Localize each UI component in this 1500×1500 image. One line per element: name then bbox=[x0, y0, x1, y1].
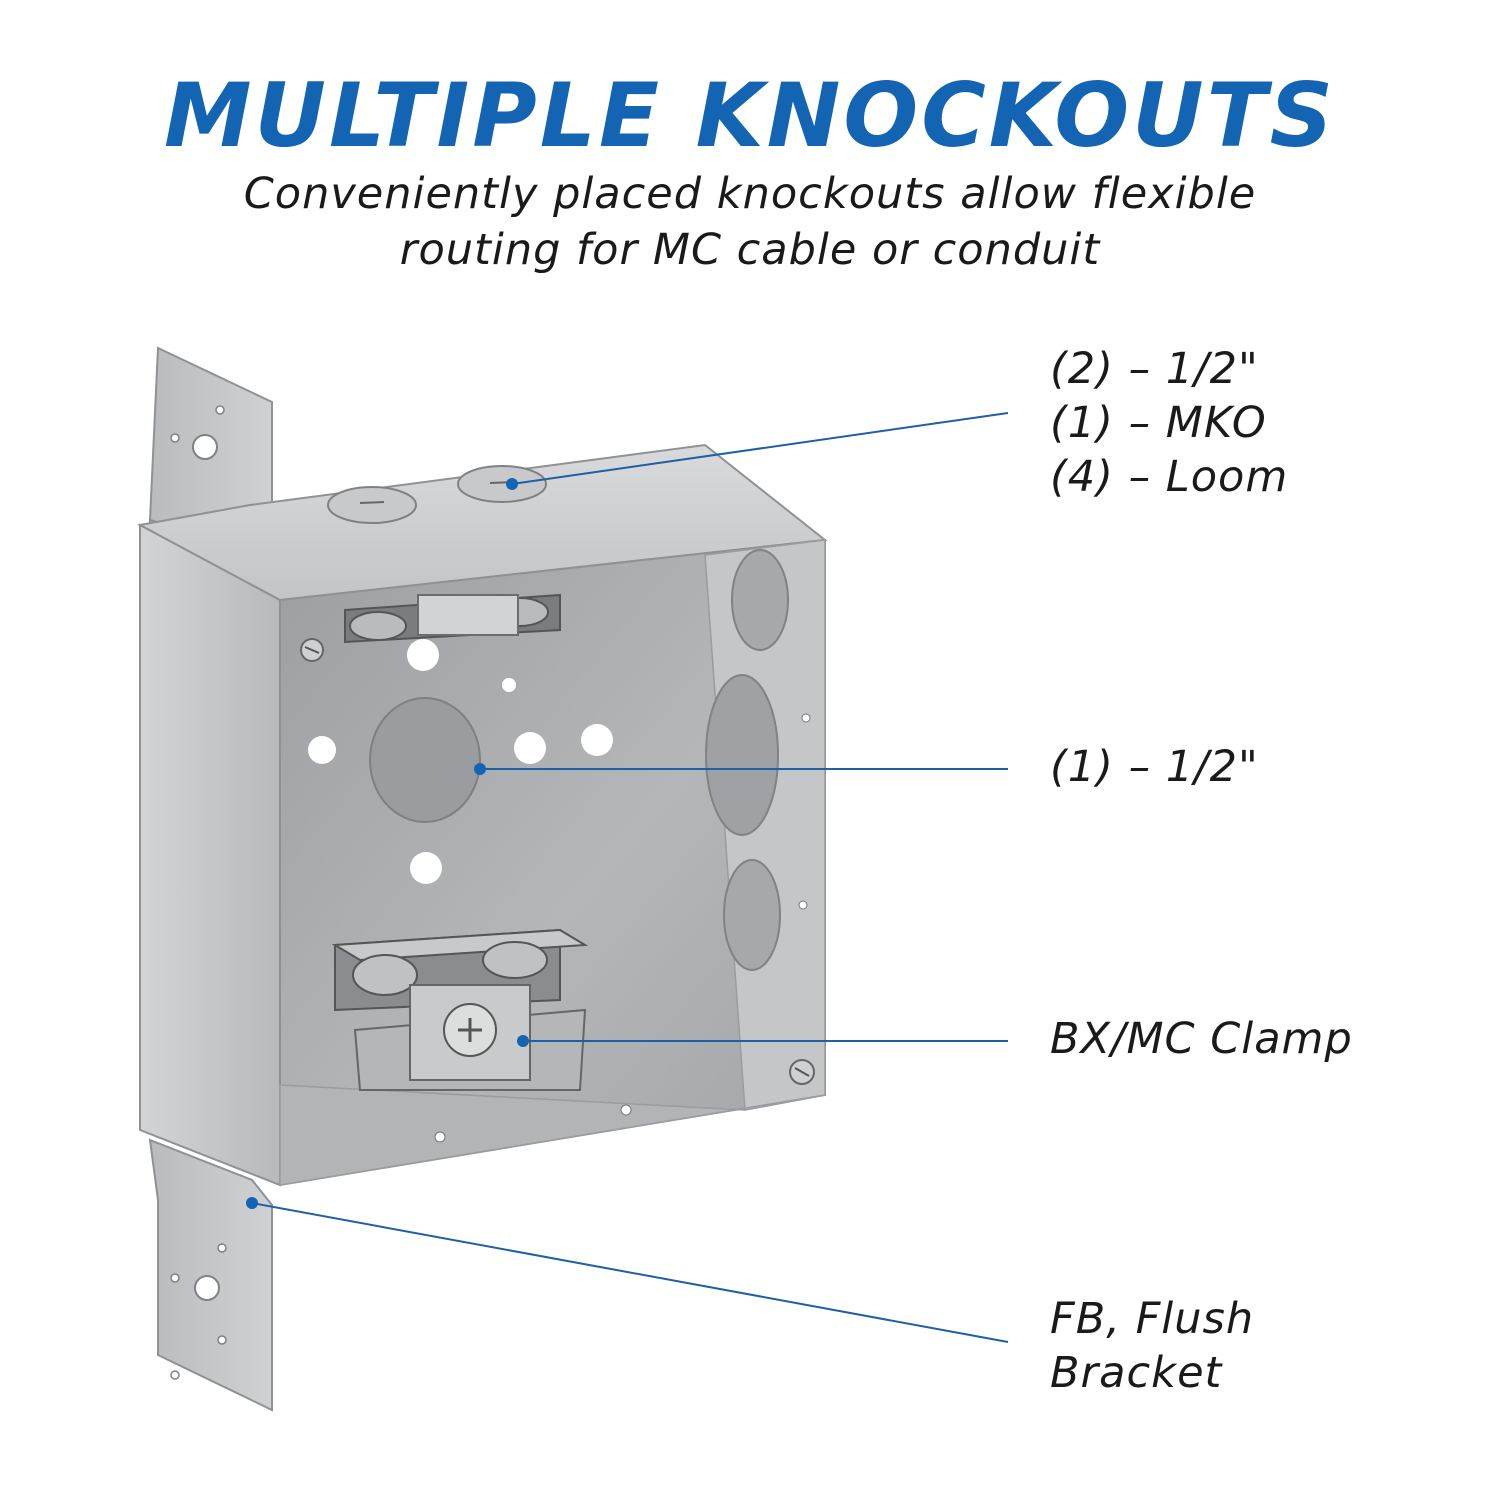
callout-top-knockouts: (2) – 1/2" (1) – MKO (4) – Loom bbox=[1050, 342, 1288, 504]
callout-clamp-line-1: BX/MC Clamp bbox=[1050, 1014, 1353, 1064]
subtitle-line-1: Conveniently placed knockouts allow flex… bbox=[243, 169, 1257, 219]
box-top-face bbox=[137, 443, 828, 602]
leader-line-bracket bbox=[251, 1202, 1009, 1343]
subtitle-line-2: routing for MC cable or conduit bbox=[399, 225, 1101, 275]
page-title: MULTIPLE KNOCKOUTS bbox=[163, 64, 1337, 167]
flush-bracket-bottom bbox=[148, 1138, 273, 1412]
page-subtitle: Conveniently placed knockouts allow flex… bbox=[150, 166, 1350, 278]
leader-dot-top-knockouts bbox=[506, 478, 518, 490]
callout-bracket-line-1: FB, Flush bbox=[1050, 1294, 1255, 1344]
leader-line-top-knockouts bbox=[511, 412, 1009, 485]
callout-top-line-3: (4) – Loom bbox=[1050, 452, 1289, 502]
leader-dot-bracket bbox=[246, 1197, 258, 1209]
box-side-wall bbox=[139, 523, 281, 1187]
callout-back-knockout: (1) – 1/2" bbox=[1050, 740, 1259, 794]
leader-lines bbox=[246, 412, 1009, 1343]
leader-dot-back-knockout bbox=[474, 763, 486, 775]
callout-flush-bracket: FB, Flush Bracket bbox=[1050, 1292, 1254, 1400]
callout-clamp: BX/MC Clamp bbox=[1050, 1012, 1353, 1066]
bx-mc-clamp bbox=[331, 928, 589, 1091]
callout-top-line-1: (2) – 1/2" bbox=[1050, 344, 1259, 394]
callout-bracket-line-2: Bracket bbox=[1050, 1348, 1223, 1398]
leader-dot-clamp bbox=[517, 1035, 529, 1047]
callout-middle-line-1: (1) – 1/2" bbox=[1050, 742, 1259, 792]
callout-top-line-2: (1) – MKO bbox=[1050, 398, 1267, 448]
